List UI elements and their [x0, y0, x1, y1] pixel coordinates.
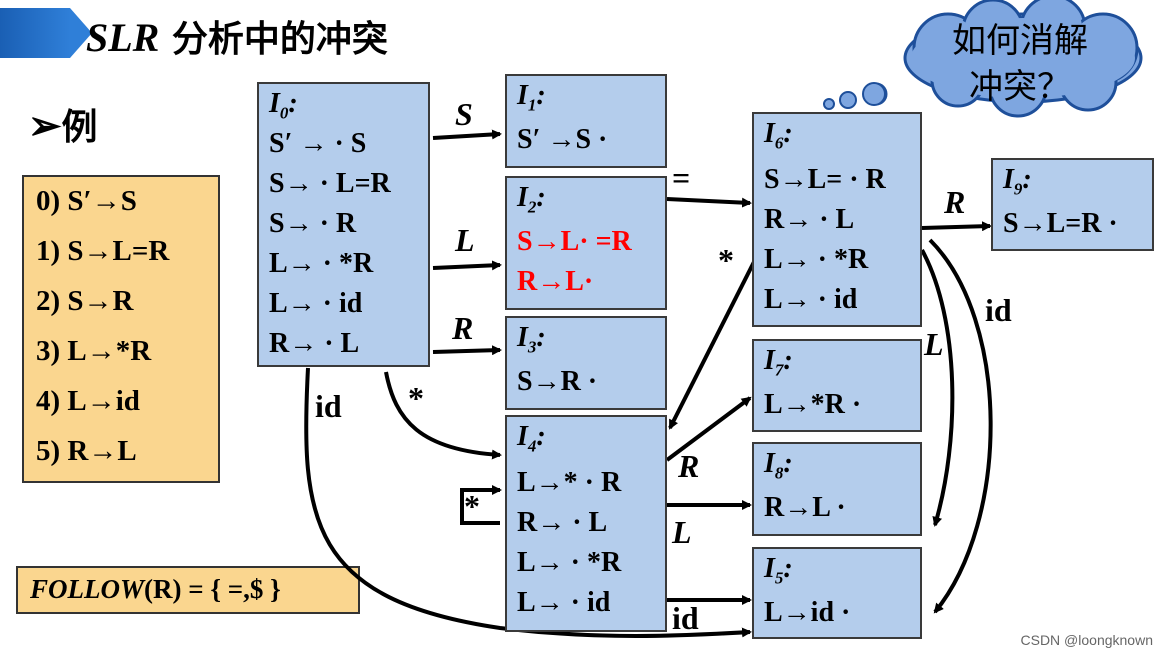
state-i0-item-4: L→ · id [269, 288, 363, 319]
edge-label-i0-i3: R [452, 310, 474, 346]
state-i4-label: I4: [517, 421, 546, 456]
state-i4-item-0: L→* · R [517, 467, 622, 498]
edge-i0-i4 [384, 371, 502, 460]
edge-label-i6-i4: * [718, 242, 734, 278]
state-i5-label: I5: [764, 553, 793, 588]
state-i6-item-2: L→ · *R [764, 244, 869, 275]
grammar-box: 0) S′→S 1) S→L=R 2) S→R 3) L→*R 4) L→id … [22, 175, 220, 483]
edge-i2-i6 [666, 197, 752, 208]
state-i8: I8: R→L · [752, 442, 922, 536]
state-i3-item-0: S→R · [517, 366, 598, 397]
page-title: SLR 分析中的冲突 [86, 10, 388, 62]
state-i5-item-0: L→id · [764, 597, 851, 628]
state-i0-item-0: S′ → · S [269, 128, 367, 159]
grammar-rule-4: 4) L→id [36, 385, 140, 417]
title-rest: 分析中的冲突 [159, 19, 388, 60]
state-i0: I0: S′ → · S S→ · L=R S→ · R L→ · *R L→ … [257, 82, 430, 367]
state-i0-item-2: S→ · R [269, 208, 357, 239]
state-i6: I6: S→L= · R R→ · L L→ · *R L→ · id [752, 112, 922, 327]
edge-label-i0-i1: S [455, 96, 473, 132]
grammar-rule-2: 2) S→R [36, 285, 134, 317]
state-i1: I1: S′ →S · [505, 74, 667, 168]
state-i1-item-0: S′ →S · [517, 124, 608, 155]
follow-arg: (R) [144, 574, 182, 604]
grammar-rule-5: 5) R→L [36, 435, 137, 467]
state-i6-item-0: S→L= · R [764, 164, 886, 195]
grammar-rule-1: 1) S→L=R [36, 235, 170, 267]
grammar-rule-3: 3) L→*R [36, 335, 152, 367]
edge-i4-i4 [460, 485, 502, 525]
state-i6-item-1: R→ · L [764, 204, 855, 235]
state-i4-item-3: L→ · id [517, 587, 611, 618]
edge-label-i6-i8: L [924, 326, 944, 362]
state-i3-label: I3: [517, 322, 546, 357]
edge-label-i0-i2: L [455, 222, 475, 258]
edge-i0-i5 [304, 367, 752, 638]
grammar-rule-0: 0) S′→S [36, 185, 137, 217]
edge-label-i0-i5: id [315, 388, 342, 424]
state-i6-item-3: L→ · id [764, 284, 858, 315]
edge-label-i4-i7: R [678, 448, 700, 484]
state-i0-item-5: R→ · L [269, 328, 360, 359]
example-heading: ➢例 [28, 98, 98, 150]
edge-i6-i5 [928, 238, 993, 614]
cloud-text: 如何消解 冲突？ [925, 18, 1115, 110]
state-i2-label: I2: [517, 182, 546, 217]
edge-i6-i4 [668, 249, 762, 430]
title-bar-decoration [0, 8, 70, 58]
edge-label-i4-i5: id [672, 600, 699, 636]
state-i8-label: I8: [764, 448, 793, 483]
state-i7-item-0: L→*R · [764, 389, 862, 420]
title-arrow-decoration [70, 8, 92, 58]
edge-i0-i2 [432, 260, 502, 271]
state-i4: I4: L→* · R R→ · L L→ · *R L→ · id [505, 415, 667, 632]
state-i4-item-2: L→ · *R [517, 547, 622, 578]
edge-i0-i3 [432, 345, 502, 356]
state-i5: I5: L→id · [752, 547, 922, 639]
state-i9-item-0: S→L=R · [1003, 208, 1118, 239]
edge-label-i6-i9: R [944, 184, 966, 220]
bullet-arrow-icon: ➢ [28, 103, 62, 148]
edge-i6-i8 [920, 249, 955, 527]
state-i4-item-1: R→ · L [517, 507, 608, 538]
edge-label-i4-i4: * [464, 488, 480, 524]
edge-label-i6-i5: id [985, 292, 1012, 328]
edge-label-i4-i8: L [672, 514, 692, 550]
edge-label-i2-i6: = [672, 160, 691, 196]
follow-set-box: FOLLOW(R) = { =,$ } [16, 566, 360, 614]
follow-value: = { =,$ } [181, 574, 281, 604]
state-i7-label: I7: [764, 345, 793, 380]
thought-cloud-icon [876, 0, 1143, 118]
state-i0-item-1: S→ · L=R [269, 168, 391, 199]
edge-i4-i7 [665, 396, 752, 462]
state-i7: I7: L→*R · [752, 339, 922, 432]
title-slr: SLR [86, 15, 160, 60]
cloud-line-1: 如何消解 [952, 21, 1088, 61]
edge-i0-i1 [432, 129, 502, 140]
state-i6-label: I6: [764, 118, 793, 153]
follow-fn: FOLLOW [30, 574, 144, 604]
watermark: CSDN @loongknown [1020, 632, 1154, 648]
state-i2-item-1: R→L· [517, 266, 594, 297]
state-i3: I3: S→R · [505, 316, 667, 410]
state-i0-label: I0: [269, 88, 298, 123]
state-i0-item-3: L→ · *R [269, 248, 374, 279]
state-i9: I9: S→L=R · [991, 158, 1154, 251]
state-i2-item-0: S→L· =R [517, 226, 632, 257]
state-i1-label: I1: [517, 80, 546, 115]
edge-label-i0-i4: * [408, 380, 424, 416]
state-i8-item-0: R→L · [764, 492, 846, 523]
state-i2: I2: S→L· =R R→L· [505, 176, 667, 310]
state-i9-label: I9: [1003, 164, 1032, 199]
example-label: 例 [61, 107, 98, 148]
edge-i6-i9 [921, 221, 992, 232]
cloud-line-2: 冲突？ [969, 67, 1071, 107]
